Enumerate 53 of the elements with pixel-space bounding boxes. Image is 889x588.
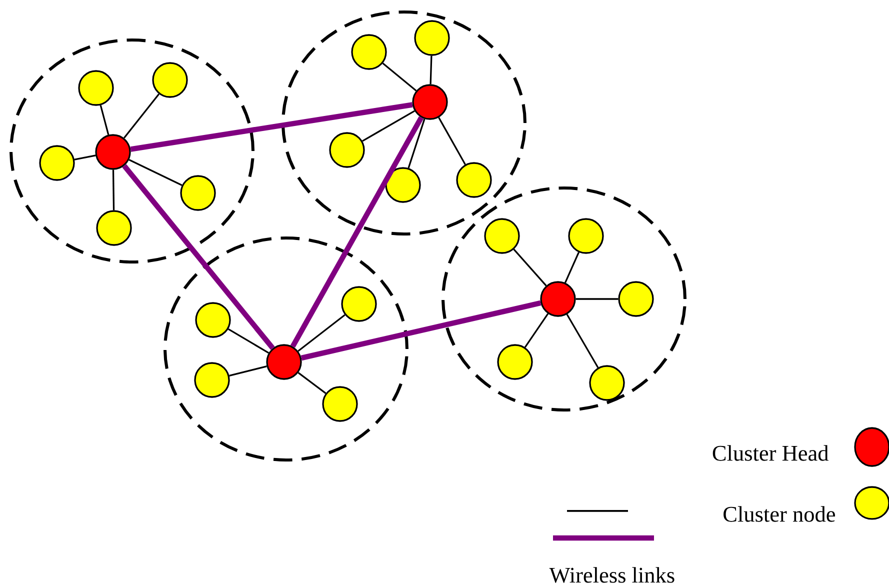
legend-label: Cluster node	[724, 506, 835, 522]
cluster-node-circle	[322, 386, 358, 422]
cluster-node-circle	[195, 302, 231, 338]
link-line	[228, 328, 270, 354]
wireless-link	[122, 164, 275, 350]
cluster-boundary	[441, 186, 687, 412]
link-line	[564, 252, 580, 284]
cluster-node-circle	[329, 132, 365, 168]
link-line	[576, 298, 618, 300]
wireless-link	[130, 102, 413, 152]
cluster-node-circle	[96, 210, 132, 246]
cluster-node-circle	[341, 286, 377, 322]
legend-label: Cluster Head	[712, 445, 828, 461]
link-line	[566, 314, 599, 368]
link-line	[438, 117, 466, 165]
link-line	[112, 170, 115, 210]
cluster-head-circle	[540, 281, 576, 317]
link-line	[430, 56, 432, 84]
cluster-node-circle	[456, 162, 492, 198]
cluster-node-circle	[497, 344, 533, 380]
cluster-node-circle	[414, 20, 450, 56]
cluster-node-circle	[589, 365, 625, 401]
link-line	[100, 105, 110, 135]
cluster-node-circle	[484, 218, 520, 254]
link-line	[229, 366, 267, 376]
cluster-node-circle	[39, 145, 75, 181]
cluster-boundary	[163, 236, 409, 462]
link-line	[362, 110, 415, 142]
wireless-link	[290, 116, 424, 348]
link-line	[382, 62, 417, 92]
cluster-head-circle	[95, 134, 131, 170]
cluster-node-circle	[194, 362, 230, 398]
link-line	[513, 248, 547, 286]
wireless-link	[300, 300, 542, 361]
link-line	[524, 313, 549, 348]
cluster-boundary	[9, 38, 255, 264]
cluster-node-circle	[351, 34, 387, 70]
legend-label: Wireless links	[549, 567, 674, 583]
cluster-node-circle	[618, 281, 654, 317]
link-line	[408, 118, 426, 168]
cluster-boundary	[281, 10, 527, 236]
cluster-node-circle	[152, 62, 188, 98]
link-line	[298, 372, 326, 394]
cluster-head-circle	[266, 344, 302, 380]
cluster-node-circle	[385, 167, 421, 203]
cluster-node-circle	[568, 218, 604, 254]
cluster-head-circle	[412, 84, 448, 120]
cluster-node-circle	[78, 70, 114, 106]
link-line	[123, 93, 160, 139]
cluster-node-circle	[180, 175, 216, 211]
link-line	[74, 154, 96, 160]
link-line	[298, 314, 346, 352]
link-line	[128, 159, 182, 186]
